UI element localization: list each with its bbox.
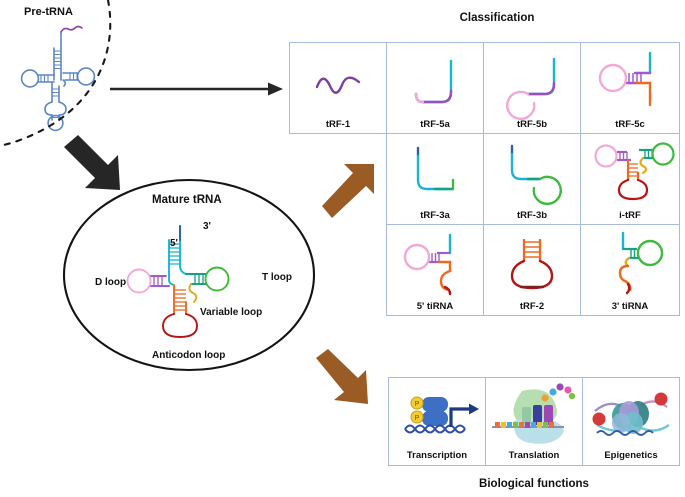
classification-cell-i-trf[interactable]: i-tRF bbox=[580, 133, 680, 225]
classification-cell-trf-5b[interactable]: tRF-5b bbox=[483, 42, 581, 134]
mature-label-t-loop: T loop bbox=[262, 272, 292, 283]
svg-text:P: P bbox=[415, 415, 420, 422]
classification-cell-3-tirna[interactable]: 3' tiRNA bbox=[580, 224, 680, 316]
classification-cell-5-tirna[interactable]: 5' tiRNA bbox=[386, 224, 484, 316]
i-trf-art bbox=[581, 136, 679, 208]
mature-label-d-loop: D loop bbox=[95, 277, 127, 288]
svg-text:P: P bbox=[415, 401, 420, 408]
bio-panel-transcription[interactable]: P P Transcription bbox=[388, 377, 486, 466]
classification-cell-label: tRF-2 bbox=[519, 301, 545, 312]
trf-5c-art bbox=[581, 45, 679, 117]
mature-label-variable-loop: Variable loop bbox=[200, 307, 263, 318]
trf-5b-art bbox=[484, 45, 580, 121]
tirna-5-art bbox=[387, 227, 483, 299]
nucleus-boundary-arc bbox=[0, 0, 170, 160]
classification-cell-label: tRF-3b bbox=[516, 210, 548, 221]
classification-cell-label: tRF-5b bbox=[516, 119, 548, 130]
mature-trna-structure bbox=[126, 218, 258, 343]
bio-panel-translation[interactable]: Translation bbox=[485, 377, 583, 466]
classification-cell-trf-1[interactable]: tRF-1 bbox=[289, 42, 387, 134]
tirna-3-art bbox=[581, 227, 679, 299]
classification-cell-trf-2[interactable]: tRF-2 bbox=[483, 224, 581, 316]
mature-label-3prime: 3' bbox=[203, 221, 211, 232]
mature-trna-ellipse bbox=[62, 178, 317, 373]
classification-grid: tRF-1 tRF-5a tRF-5b bbox=[289, 42, 680, 328]
pre-trna-structure bbox=[8, 20, 118, 132]
polymerase-dna-icon: P P bbox=[389, 381, 485, 447]
classification-cell-label: tRF-3a bbox=[420, 210, 450, 221]
biological-functions-panel: P P Transcription bbox=[388, 377, 680, 466]
mature-trna-label: Mature tRNA bbox=[152, 194, 222, 206]
trf-5a-art bbox=[387, 45, 483, 117]
classification-cell-label: tRF-1 bbox=[325, 119, 351, 130]
arrow-pre-to-mature bbox=[58, 133, 138, 205]
pre-trna-label: Pre-tRNA bbox=[24, 6, 73, 18]
classification-cell-label: i-tRF bbox=[619, 210, 641, 221]
nucleosome-icon bbox=[583, 381, 679, 447]
ribosome-mrna-icon bbox=[486, 381, 582, 447]
classification-cell-label: tRF-5a bbox=[420, 119, 450, 130]
bio-panel-label: Translation bbox=[508, 450, 560, 461]
bio-panel-label: Epigenetics bbox=[604, 450, 658, 461]
trf-2-art bbox=[484, 227, 580, 299]
trf-3a-art bbox=[387, 136, 483, 208]
classification-cell-trf-5a[interactable]: tRF-5a bbox=[386, 42, 484, 134]
bio-panel-label: Transcription bbox=[406, 450, 468, 461]
arrow-to-classification bbox=[110, 78, 285, 100]
classification-cell-trf-3a[interactable]: tRF-3a bbox=[386, 133, 484, 225]
classification-cell-label: 5' tiRNA bbox=[416, 301, 454, 312]
classification-cell-trf-3b[interactable]: tRF-3b bbox=[483, 133, 581, 225]
arrow-to-classification-brown bbox=[318, 160, 380, 222]
mature-label-anticodon-loop: Anticodon loop bbox=[152, 350, 226, 361]
classification-title: Classification bbox=[459, 12, 535, 24]
classification-cell-trf-5c[interactable]: tRF-5c bbox=[580, 42, 680, 134]
classification-cell-label: 3' tiRNA bbox=[611, 301, 649, 312]
trf-3b-art bbox=[484, 136, 580, 208]
trf-1-art bbox=[290, 45, 386, 117]
bio-panel-epigenetics[interactable]: Epigenetics bbox=[582, 377, 680, 466]
biological-functions-title: Biological functions bbox=[479, 478, 589, 490]
classification-cell-label: tRF-5c bbox=[615, 119, 645, 130]
mature-label-5prime: 5' bbox=[170, 238, 178, 249]
arrow-to-biological-functions bbox=[312, 348, 384, 410]
